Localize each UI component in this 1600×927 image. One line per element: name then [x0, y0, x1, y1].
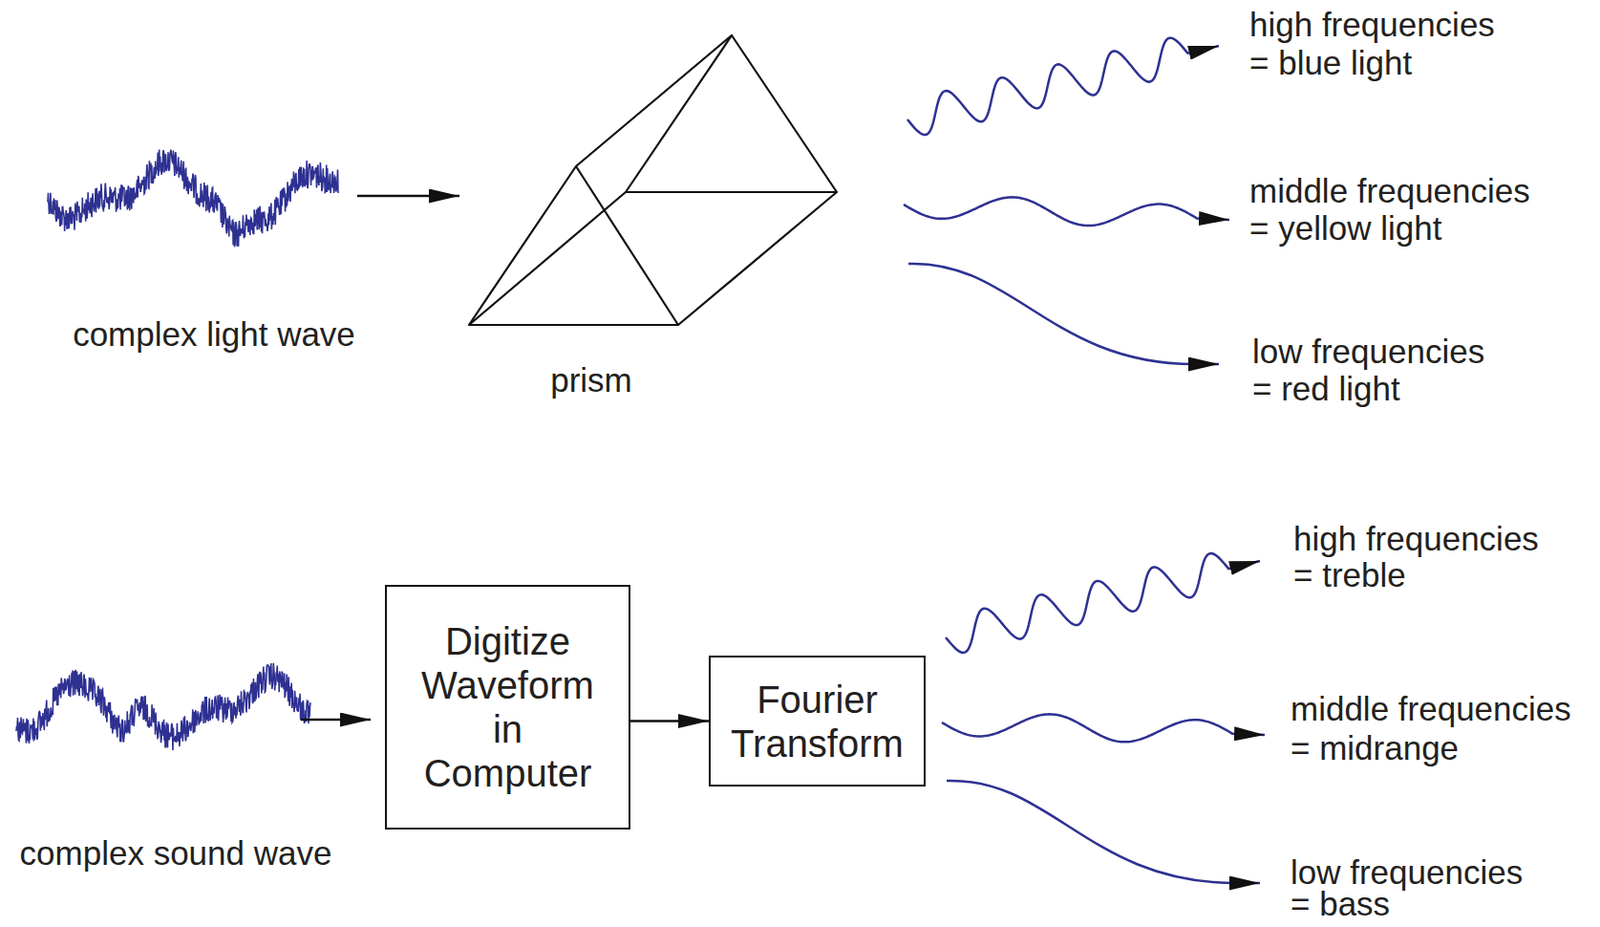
prism-edge [469, 35, 837, 325]
band-meaning: = red light [1252, 369, 1401, 408]
low-frequency-wave [946, 780, 1260, 883]
flow-arrow [630, 719, 709, 723]
band-name: high frequencies [1249, 5, 1495, 44]
process-box: Fourier Transform [708, 655, 926, 787]
band-name: low frequencies [1252, 332, 1485, 371]
band-meaning: = bass [1290, 884, 1390, 923]
middle-frequency-wave [941, 713, 1265, 742]
middle-frequency-wave [903, 196, 1230, 226]
band-name: high frequencies [1293, 519, 1539, 558]
wave-caption: complex sound wave [20, 833, 333, 873]
light-waveform [47, 149, 339, 248]
band-meaning: = treble [1293, 555, 1407, 595]
high-frequency-wave [907, 38, 1219, 135]
box-text: Fourier Transform [724, 677, 911, 766]
prism-caption: prism [550, 361, 633, 400]
band-meaning: = yellow light [1249, 209, 1442, 248]
low-frequency-wave [908, 263, 1219, 364]
high-frequency-wave [945, 553, 1260, 653]
wave-caption: complex light wave [72, 315, 356, 354]
band-meaning: = blue light [1249, 43, 1412, 83]
band-name: middle frequencies [1290, 689, 1572, 728]
prism [469, 35, 837, 325]
input-arrow [357, 194, 460, 198]
prism-edge [469, 35, 837, 325]
band-name: middle frequencies [1249, 171, 1531, 211]
process-box: Digitize Waveform in Computer [384, 584, 631, 830]
sound-waveform [16, 662, 311, 750]
band-meaning: = midrange [1290, 728, 1459, 768]
input-arrow [300, 718, 371, 722]
box-text: Digitize Waveform in Computer [412, 618, 604, 795]
